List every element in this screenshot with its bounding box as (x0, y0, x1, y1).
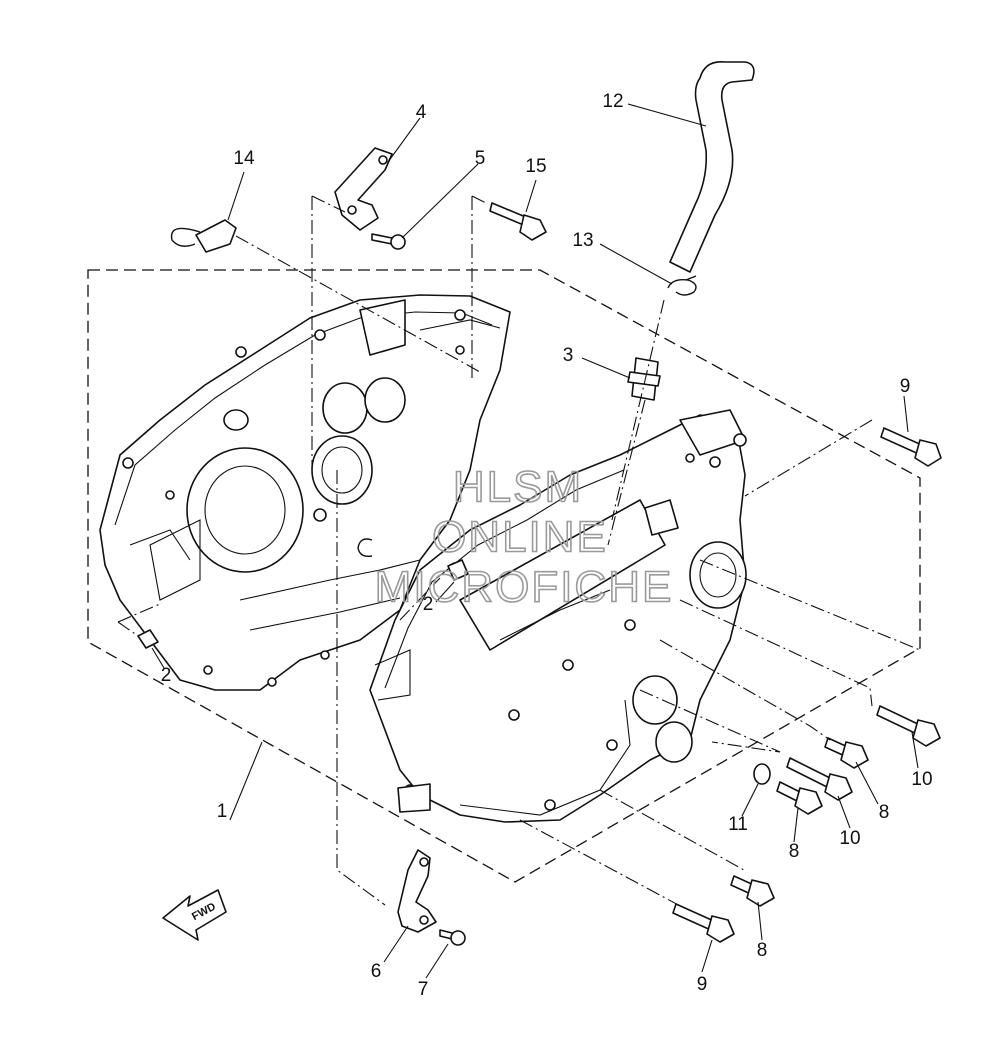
screw-part-5 (371, 233, 406, 250)
bolt-part-8-middle (776, 781, 823, 815)
callout-14: 14 (233, 148, 255, 169)
callout-5: 5 (475, 148, 486, 169)
callout-15: 15 (525, 156, 546, 177)
watermark: HLSM ONLINE MICROFICHE (374, 462, 674, 613)
callout-8-right: 8 (879, 802, 890, 823)
bolt-part-8-lower (730, 875, 775, 907)
callout-2-left: 2 (161, 665, 172, 686)
bolt-part-8-upper (824, 737, 869, 769)
assembly-boundary-dashed (87, 269, 921, 883)
bolt-part-10-upper (876, 705, 941, 747)
forward-direction-arrow: FWD (162, 889, 227, 941)
left-crankcase-half (99, 294, 511, 691)
callout-1: 1 (217, 801, 228, 822)
callout-11: 11 (728, 814, 748, 835)
dowel-pin-part-2-center (447, 559, 469, 581)
callout-6: 6 (371, 961, 382, 982)
callout-10-right: 10 (911, 769, 932, 790)
bolt-part-10-lower (786, 757, 853, 801)
callout-13: 13 (572, 230, 593, 251)
leader-lines (151, 103, 919, 979)
callout-10-middle: 10 (839, 828, 860, 849)
callout-4: 4 (416, 102, 427, 123)
breather-hose-part-12 (669, 61, 755, 273)
dowel-pin-part-2-left (137, 629, 159, 649)
bolt-part-9-upper (880, 427, 942, 467)
callout-9-upper: 9 (900, 376, 911, 397)
watermark-line-3: MICROFICHE (375, 563, 674, 612)
bolt-part-15 (489, 202, 547, 241)
washer-part-11 (753, 763, 771, 785)
hose-clip-part-13 (667, 275, 697, 296)
callout-8-middle: 8 (789, 841, 800, 862)
wire-clip-part-14 (170, 219, 237, 253)
cable-bracket-part-6 (397, 849, 437, 933)
callout-7: 7 (418, 979, 429, 1000)
cable-bracket-part-4 (334, 147, 393, 231)
alignment-lines (117, 195, 921, 909)
breather-fitting-part-3 (627, 357, 661, 401)
callout-9-lower: 9 (697, 974, 708, 995)
watermark-line-2: ONLINE (432, 513, 608, 562)
callout-3: 3 (563, 345, 574, 366)
callout-12: 12 (602, 91, 623, 112)
screw-part-7 (439, 929, 466, 946)
callout-8-lower: 8 (757, 940, 768, 961)
callout-2-center: 2 (423, 594, 434, 615)
watermark-line-1: HLSM (453, 463, 583, 512)
bolt-part-9-lower (672, 903, 735, 943)
right-crankcase-half (369, 409, 747, 823)
circlip-center (357, 538, 373, 558)
callout-labels: 1 2 2 3 4 5 6 7 8 8 8 9 9 10 10 11 12 13… (161, 91, 933, 1000)
